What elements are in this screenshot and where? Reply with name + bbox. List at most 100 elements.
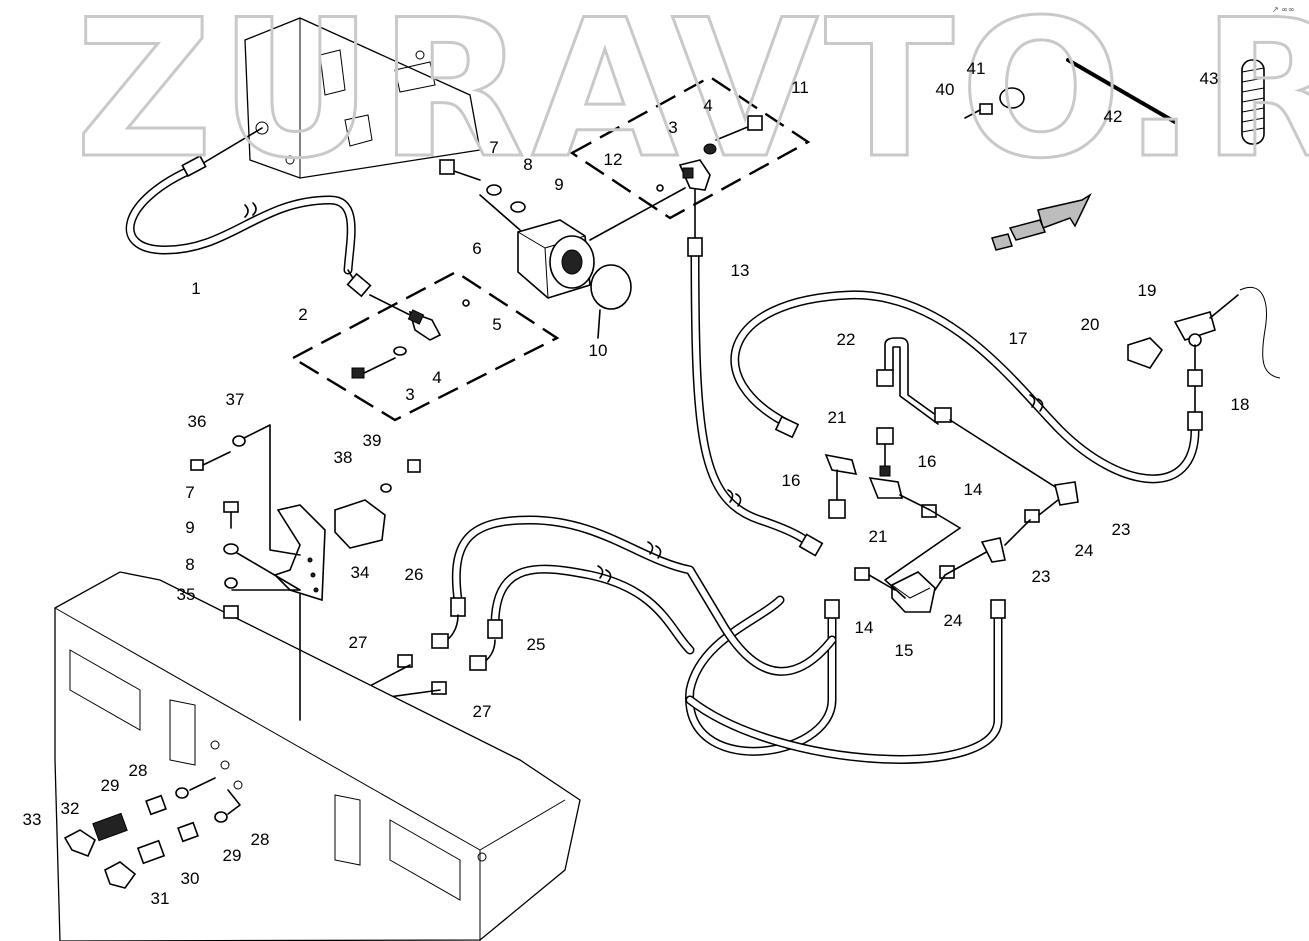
washer-4a <box>393 346 407 356</box>
washer-8a <box>486 184 502 196</box>
callout-c31: 31 <box>151 889 170 908</box>
callout-c34: 34 <box>351 563 370 582</box>
o-ring-12 <box>656 184 664 192</box>
coupling-lower <box>104 789 241 889</box>
fitting-21a <box>876 427 894 445</box>
nut-35 <box>223 605 239 619</box>
fitting-27b <box>431 681 447 695</box>
callout-c29a: 29 <box>101 776 120 795</box>
callout-c21a: 21 <box>828 408 847 427</box>
o-ring-5 <box>462 299 470 307</box>
callout-c37: 37 <box>226 390 245 409</box>
subassembly-box-2 <box>290 270 560 422</box>
callout-c7a: 7 <box>489 138 498 157</box>
washer-9b <box>223 543 239 555</box>
tank-housing <box>244 17 481 179</box>
direction-arrow-icon <box>991 192 1092 251</box>
callout-c39: 39 <box>363 431 382 450</box>
callout-c14b: 14 <box>855 618 874 637</box>
plate-20 <box>1127 337 1164 369</box>
callout-c18: 18 <box>1231 395 1250 414</box>
callout-c33: 33 <box>23 810 42 829</box>
bolt-4b <box>715 115 763 141</box>
callout-c23a: 23 <box>1112 520 1131 539</box>
hose-end-right <box>1239 287 1281 379</box>
elbow-fitting-11 <box>678 159 711 191</box>
callout-c42: 42 <box>1104 107 1123 126</box>
callout-c28a: 28 <box>129 761 148 780</box>
spring-43 <box>1241 59 1265 145</box>
callout-c17: 17 <box>1009 329 1028 348</box>
valve-block-15 <box>884 527 961 613</box>
callout-c22: 22 <box>837 330 856 349</box>
tee-16b <box>824 453 858 475</box>
elbow-23a <box>1054 481 1079 506</box>
callout-c35: 35 <box>177 585 196 604</box>
subassembly-box-11 <box>569 75 811 220</box>
callout-c12: 12 <box>604 150 623 169</box>
nut-41 <box>999 87 1025 109</box>
callout-c41: 41 <box>967 59 986 78</box>
callout-c32: 32 <box>61 799 80 818</box>
tee-16a <box>868 465 904 499</box>
pump-6 <box>479 187 686 299</box>
bolt-40 <box>964 103 993 119</box>
callout-c24a: 24 <box>1075 541 1094 560</box>
fitting-18 <box>1187 369 1203 387</box>
washer-37 <box>232 435 246 447</box>
callout-c3a: 3 <box>405 385 414 404</box>
callout-c43: 43 <box>1200 69 1219 88</box>
callout-c3b: 3 <box>668 118 677 137</box>
o-ring-10 <box>590 264 632 310</box>
hose-26 <box>431 515 837 676</box>
callout-c20: 20 <box>1081 315 1100 334</box>
hose-13 <box>687 189 824 557</box>
bolt-7a <box>439 159 481 181</box>
bolt-3a <box>351 357 396 379</box>
bolt-36 <box>190 459 204 471</box>
callout-c16b: 16 <box>782 471 801 490</box>
callout-c30: 30 <box>181 869 200 888</box>
hose-to-15 <box>685 595 1006 764</box>
callout-c10: 10 <box>589 341 608 360</box>
washer-3b <box>703 143 717 155</box>
washer-9a <box>510 201 526 213</box>
switch-38-39 <box>334 459 421 549</box>
pipe-22 <box>876 337 1061 491</box>
callout-c27b: 27 <box>473 702 492 721</box>
callout-c6: 6 <box>472 239 481 258</box>
callout-c40: 40 <box>936 80 955 99</box>
callout-c14a: 14 <box>964 480 983 499</box>
washer-8b <box>224 577 238 589</box>
callout-c19: 19 <box>1138 281 1157 300</box>
callout-c24b: 24 <box>944 611 963 630</box>
rod-42 <box>1066 58 1177 124</box>
callout-c4a: 4 <box>432 368 441 387</box>
corner-mark: ↗ ∞∞ <box>1272 5 1295 14</box>
callout-c25: 25 <box>527 635 546 654</box>
fitting-21b <box>828 499 846 519</box>
tee-19 <box>1173 294 1239 347</box>
callout-c9b: 9 <box>185 518 194 537</box>
fitting-24b <box>939 565 955 579</box>
fitting-elbow-2 <box>369 294 442 341</box>
callout-c9a: 9 <box>554 175 563 194</box>
fitting-14b <box>854 567 870 581</box>
callout-c5: 5 <box>492 315 501 334</box>
hose-1 <box>125 127 372 298</box>
bolt-7b <box>223 501 239 529</box>
callout-c2: 2 <box>298 305 307 324</box>
callout-c15: 15 <box>895 641 914 660</box>
callout-c11: 11 <box>791 78 809 97</box>
callout-c7b: 7 <box>185 483 194 502</box>
hose-25 <box>469 564 695 671</box>
callout-c28b: 28 <box>251 830 270 849</box>
callout-c21b: 21 <box>869 527 888 546</box>
callout-c26: 26 <box>405 565 424 584</box>
callout-c27a: 27 <box>349 633 368 652</box>
callout-c8a: 8 <box>523 155 532 174</box>
callout-c4b: 4 <box>703 96 712 115</box>
callout-c8b: 8 <box>185 555 194 574</box>
